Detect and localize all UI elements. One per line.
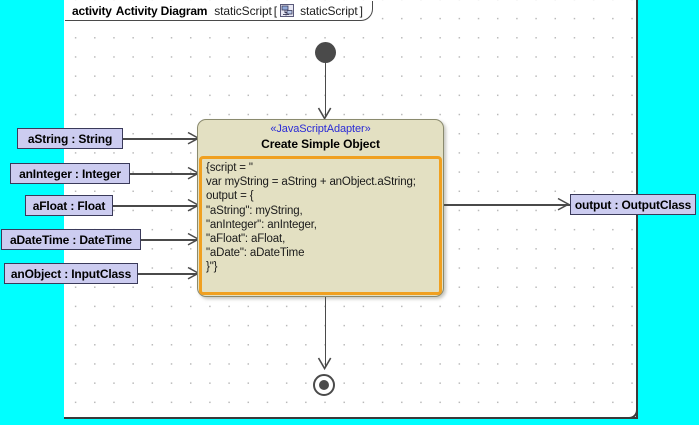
connector-initial-to-action [324, 62, 326, 117]
frame-bracket-open: [ [273, 3, 278, 18]
input-pin-2[interactable]: aFloat : Float [25, 195, 113, 216]
input-pin-0[interactable]: aString : String [17, 128, 123, 149]
script-line: "anInteger": anInteger, [206, 218, 317, 231]
script-line: var myString = aString + anObject.aStrin… [206, 176, 416, 189]
arrowhead-into-action-top [317, 107, 332, 121]
script-line: "aDate": aDateTime [206, 247, 305, 260]
connector-astring-to-action [123, 138, 199, 140]
output-pin-0[interactable]: output : OutputClass [570, 194, 696, 215]
frame-parameter: staticScript [214, 3, 272, 18]
connector-action-to-output [444, 204, 572, 206]
connector-aninteger-to-action [130, 173, 199, 175]
connector-afloat-to-action [113, 205, 199, 207]
arrowhead-into-final [317, 357, 332, 371]
action-script-body[interactable]: {script = " var myString = aString + anO… [199, 156, 442, 295]
arrowhead-output [557, 197, 571, 211]
connector-anobject-to-action [138, 273, 199, 275]
action-stereotype-label: «JavaScriptAdapter» [270, 123, 371, 135]
connector-action-to-final [324, 297, 326, 367]
diagram-frame-header: activity Activity Diagram staticScript [… [65, 1, 373, 21]
input-pin-1[interactable]: anInteger : Integer [10, 163, 130, 184]
input-pin-4[interactable]: anObject : InputClass [4, 263, 138, 284]
script-line: "aString": myString, [206, 204, 303, 217]
input-pin-3[interactable]: aDateTime : DateTime [1, 229, 141, 250]
frame-keyword: activity [72, 3, 112, 18]
final-node-inner-disc [319, 380, 329, 390]
frame-parameter-inner: staticScript [300, 3, 358, 18]
script-line: {script = " [206, 162, 253, 174]
frame-diagram-name: Activity Diagram [115, 3, 208, 18]
action-node-header: «JavaScriptAdapter» Create Simple Object [198, 120, 443, 153]
script-diagram-icon [280, 4, 295, 17]
initial-node[interactable] [315, 42, 336, 63]
action-title-label: Create Simple Object [261, 136, 380, 151]
script-line: "aFloat": aFloat, [206, 233, 286, 246]
connector-adatetime-to-action [141, 239, 199, 241]
action-node-create-simple-object[interactable]: «JavaScriptAdapter» Create Simple Object… [197, 119, 444, 297]
frame-bracket-close: ] [359, 3, 363, 18]
activity-final-node[interactable] [313, 374, 335, 396]
script-line: output = { [206, 190, 254, 203]
script-line: }"} [206, 261, 218, 274]
